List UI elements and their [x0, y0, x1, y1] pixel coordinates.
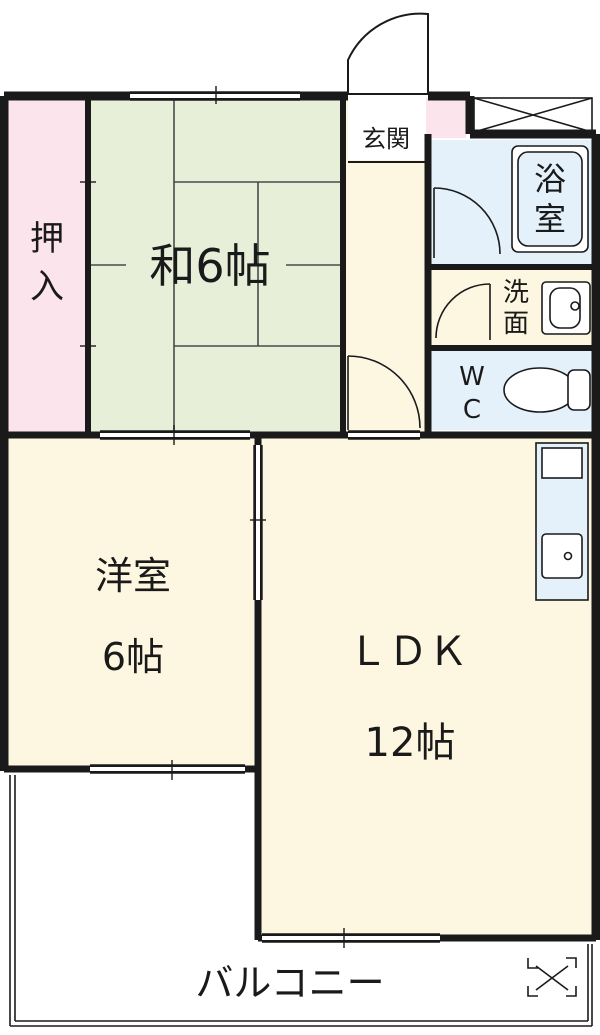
openings	[90, 94, 440, 940]
oshiire-floor	[8, 98, 86, 433]
wc-label-1: W	[459, 362, 485, 392]
oshiire-label-1: 押	[30, 219, 64, 259]
senmen-label-2: 面	[503, 309, 529, 339]
balcony-label: バルコニー	[195, 961, 384, 1005]
balcony	[9, 775, 593, 1027]
hatch-icon	[527, 957, 577, 997]
toilet	[503, 367, 591, 413]
washitsu-label: 和6帖	[149, 239, 270, 293]
bath-label-1: 浴	[534, 160, 566, 198]
ldk-label-2: 12帖	[365, 720, 456, 766]
wc-label-2: C	[463, 395, 481, 425]
genkan-floor	[348, 98, 426, 160]
washbasin	[541, 281, 591, 335]
genkan-label: 玄関	[362, 125, 410, 153]
storage-x	[473, 97, 593, 133]
entry-pink	[426, 98, 466, 138]
tatami-lines	[90, 98, 340, 433]
senmen-label-1: 洗	[503, 278, 529, 308]
youshitsu-label-2: 6帖	[102, 635, 164, 679]
youshitsu-floor	[8, 437, 254, 767]
door-swings	[347, 187, 501, 430]
youshitsu-label-1: 洋室	[95, 554, 171, 598]
bath-label-2: 室	[534, 200, 566, 238]
ldk-label-1: ＬＤＫ	[348, 629, 468, 675]
bathtub	[511, 145, 589, 253]
opening-sills	[80, 86, 440, 948]
oshiire-label-2: 入	[30, 267, 64, 307]
kitchen-counter	[535, 442, 589, 601]
front-door-swing	[347, 12, 429, 95]
